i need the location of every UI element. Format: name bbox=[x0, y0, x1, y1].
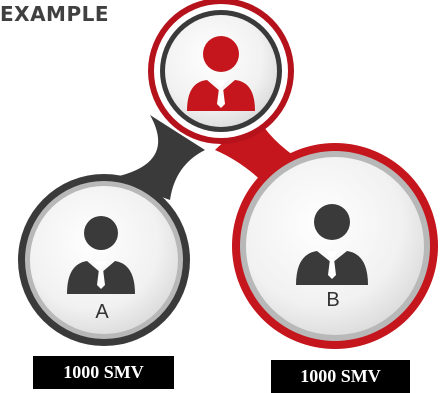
value-b-text: 1000 SMV bbox=[300, 366, 381, 386]
value-a-text: 1000 SMV bbox=[63, 362, 144, 382]
node-a-label: A bbox=[95, 301, 109, 323]
node-a bbox=[18, 174, 190, 346]
node-b bbox=[232, 143, 438, 349]
value-box-a: 1000 SMV bbox=[33, 356, 174, 389]
node-b-label: B bbox=[326, 289, 340, 311]
person-icon bbox=[187, 36, 255, 111]
node-top bbox=[148, 0, 294, 144]
connector-top-to-a bbox=[110, 115, 205, 200]
person-icon bbox=[67, 216, 135, 294]
value-box-b: 1000 SMV bbox=[271, 360, 410, 393]
heading: EXAMPLE bbox=[0, 2, 110, 26]
person-icon bbox=[296, 204, 368, 285]
